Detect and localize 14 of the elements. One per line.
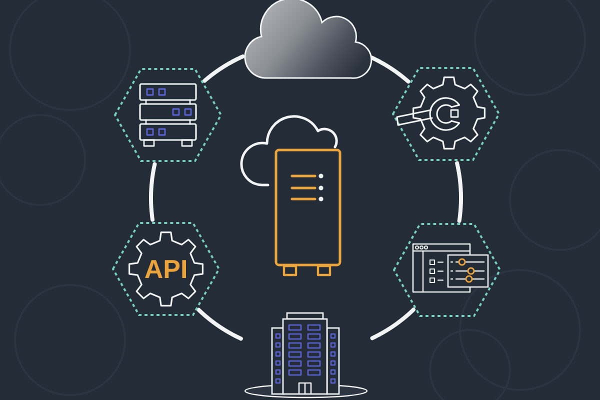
ring-arc xyxy=(202,54,245,83)
ring-arc xyxy=(196,308,243,341)
ring-arc xyxy=(455,161,463,223)
hexagon-frame xyxy=(112,222,220,316)
hexagon-frame xyxy=(393,223,501,317)
hexagon-frame xyxy=(114,68,222,162)
hexagon-frame xyxy=(392,67,500,161)
node-label: API xyxy=(144,256,188,282)
ring-arc xyxy=(149,162,157,222)
ring-arc xyxy=(370,308,416,340)
cloud-shape xyxy=(245,2,370,80)
ring-arc xyxy=(370,56,410,84)
office-building-drawing xyxy=(243,312,370,398)
cloud-server-drawing xyxy=(240,112,342,277)
